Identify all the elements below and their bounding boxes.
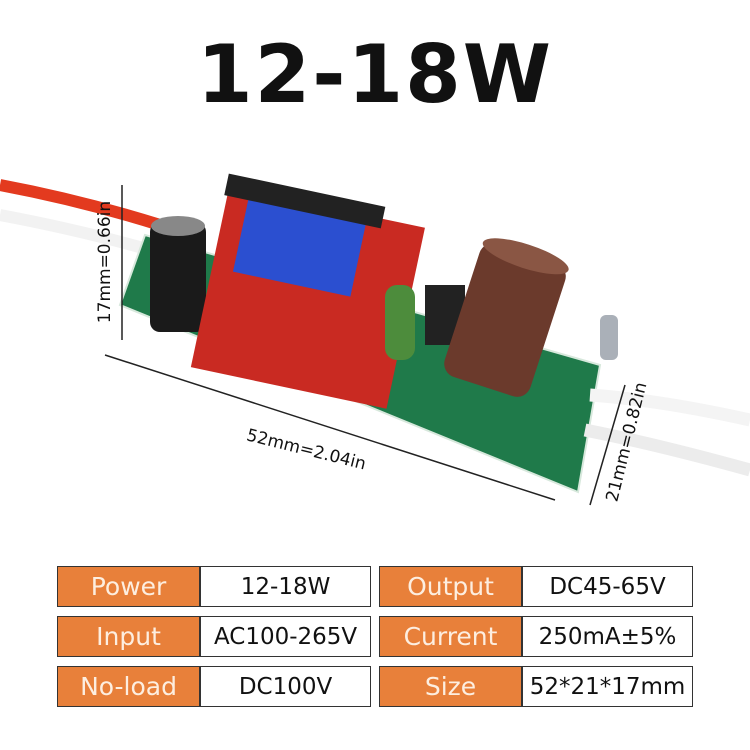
spec-value: DC100V (200, 666, 372, 707)
spec-label: Output (378, 566, 523, 607)
spec-label: Current (378, 616, 523, 657)
led-driver-board-image (0, 173, 750, 506)
spec-table: Power 12-18W Output DC45-65V Input AC100… (57, 566, 693, 716)
transformer (190, 173, 425, 409)
product-title: 12-18W (196, 28, 554, 121)
height-dimension-label: 17mm=0.66in (95, 200, 115, 324)
spec-value: 250mA±5% (522, 616, 693, 657)
spec-label: Input (57, 616, 201, 657)
spec-row: Power 12-18W Output DC45-65V (57, 566, 693, 607)
spec-value: 12-18W (200, 566, 372, 607)
spec-row: Input AC100-265V Current 250mA±5% (57, 616, 693, 657)
green-capacitor (385, 285, 415, 360)
spec-value: 52*21*17mm (522, 666, 693, 707)
spec-label: Size (378, 666, 523, 707)
spec-value: DC45-65V (522, 566, 693, 607)
red-wire (0, 179, 162, 256)
spec-label: Power (57, 566, 201, 607)
white-output-wires (583, 388, 750, 477)
electrolytic-capacitor (444, 238, 569, 397)
small-capacitor (150, 216, 206, 332)
spec-value: AC100-265V (200, 616, 372, 657)
spec-label: No-load (57, 666, 201, 707)
spec-row: No-load DC100V Size 52*21*17mm (57, 666, 693, 707)
dimension-lines (104, 185, 626, 506)
resistor (600, 315, 618, 360)
